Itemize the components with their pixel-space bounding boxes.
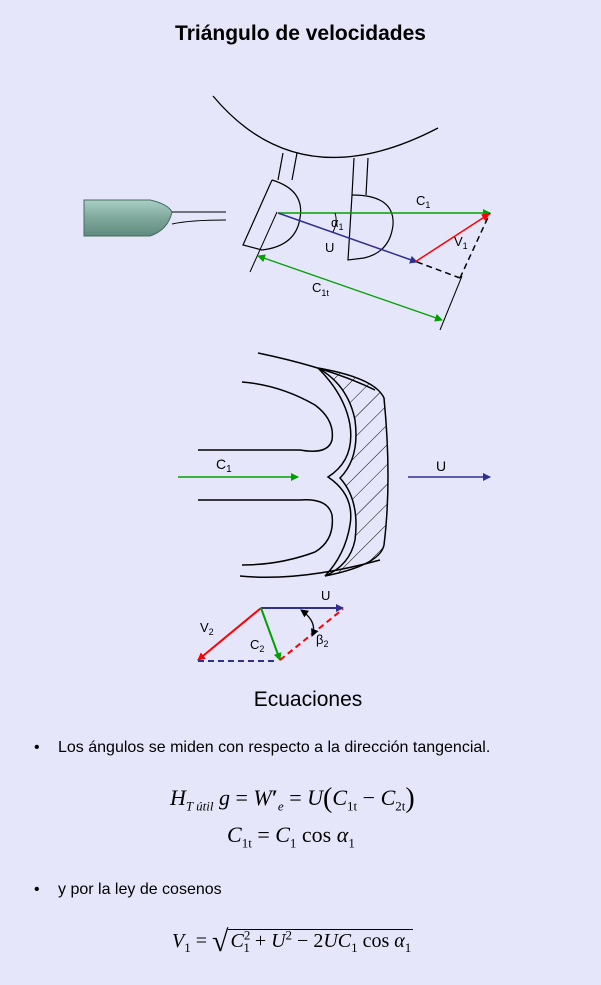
label-c1-bottom: C1 xyxy=(216,456,232,475)
equation-3: V1 = √C21 + U2 − 2UC1 cos α1 xyxy=(172,925,414,958)
pelton-wheel-top: C1 α1 U V1 C1t xyxy=(83,95,491,331)
equation-2: C1t = C1 cos α1 xyxy=(227,822,355,851)
vector-v2 xyxy=(197,607,262,661)
label-c1t: C1t xyxy=(312,280,329,298)
bullet-dot: • xyxy=(34,739,40,756)
angle-beta2 xyxy=(300,609,319,637)
label-u-bottom: U xyxy=(436,458,446,474)
bullet-dot: • xyxy=(34,881,40,898)
bucket-left xyxy=(242,152,302,251)
equation-1: HT útil g = W′e = U(C1t − C2t) xyxy=(170,783,415,814)
label-u-top: U xyxy=(325,240,334,255)
page-title: Triángulo de velocidades xyxy=(175,22,426,45)
section-title-ecuaciones: Ecuaciones xyxy=(253,688,363,711)
vector-v1 xyxy=(414,213,490,263)
label-c2: C2 xyxy=(250,637,264,654)
wheel-arc xyxy=(212,95,439,159)
bucket-section-bottom: C1 U xyxy=(178,352,491,578)
label-alpha1: α1 xyxy=(331,215,344,232)
bucket-hatched-body xyxy=(317,367,389,577)
label-v2: V2 xyxy=(200,620,214,637)
bullet-item: • y por la ley de cosenos xyxy=(34,881,222,899)
bullet-item: • Los ángulos se miden con respecto a la … xyxy=(34,739,490,757)
label-v1: V1 xyxy=(454,234,468,251)
vector-u xyxy=(277,212,418,264)
outlet-triangle: U V2 C2 β2 xyxy=(197,588,344,662)
label-beta2: β2 xyxy=(316,632,329,649)
vector-c2 xyxy=(260,607,282,661)
bullet-text: y por la ley de cosenos xyxy=(58,881,222,898)
angle-alpha1 xyxy=(332,212,337,233)
label-c1-top: C1 xyxy=(416,193,430,210)
vector-c1t xyxy=(257,254,443,322)
label-u-outlet: U xyxy=(321,588,330,603)
nozzle xyxy=(83,199,227,237)
bullet-text: Los ángulos se miden con respecto a la d… xyxy=(58,739,491,756)
bucket-right xyxy=(347,157,394,261)
